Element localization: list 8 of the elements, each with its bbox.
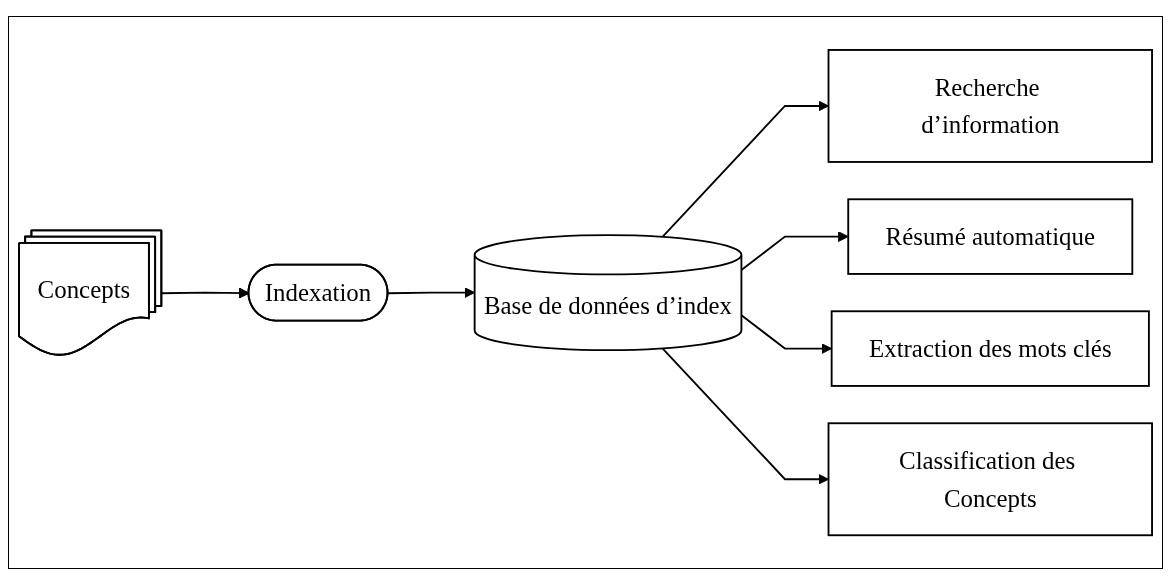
node-box: Recherche d’information <box>827 48 1153 163</box>
arrow <box>740 231 849 271</box>
node-box: Extraction des mots clés <box>830 310 1150 387</box>
arrow <box>661 100 829 238</box>
arrow <box>661 347 829 485</box>
arrow <box>387 287 476 298</box>
node-box: Classification des Concepts <box>827 422 1153 537</box>
node-box: Résumé automatique <box>847 198 1134 275</box>
